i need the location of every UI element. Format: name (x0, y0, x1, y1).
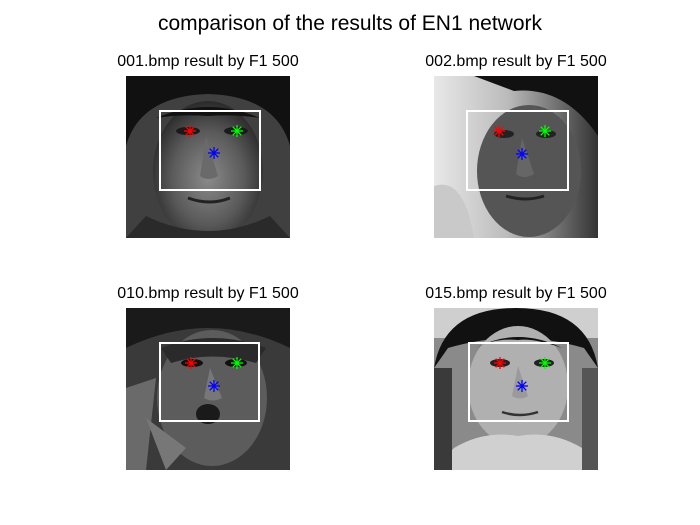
left-eye-marker-1 (230, 124, 244, 138)
right-eye-marker-4 (493, 356, 507, 370)
right-eye-marker-1 (183, 124, 197, 138)
left-eye-marker-2 (538, 124, 552, 138)
figure-title: comparison of the results of EN1 network (157, 12, 542, 35)
face-photo-4 (434, 308, 598, 470)
left-eye-marker-4 (538, 356, 552, 370)
detection-box-3 (159, 342, 260, 422)
face-photo-1 (126, 76, 290, 238)
detection-box-4 (468, 342, 569, 422)
panel-title-2: 002.bmp result by F1 500 (425, 53, 607, 70)
panel-title-4: 015.bmp result by F1 500 (425, 285, 607, 302)
detection-box-2 (466, 110, 569, 191)
right-eye-marker-3 (184, 356, 198, 370)
nose-marker-1 (207, 146, 221, 160)
nose-marker-4 (515, 379, 529, 393)
face-photo-2 (434, 76, 598, 238)
left-eye-marker-3 (230, 356, 244, 370)
right-eye-marker-2 (492, 124, 506, 138)
nose-marker-2 (515, 147, 529, 161)
panel-title-1: 001.bmp result by F1 500 (117, 53, 299, 70)
face-photo-3 (126, 308, 290, 470)
panel-title-3: 010.bmp result by F1 500 (117, 285, 299, 302)
detection-box-1 (159, 110, 261, 191)
nose-marker-3 (207, 379, 221, 393)
